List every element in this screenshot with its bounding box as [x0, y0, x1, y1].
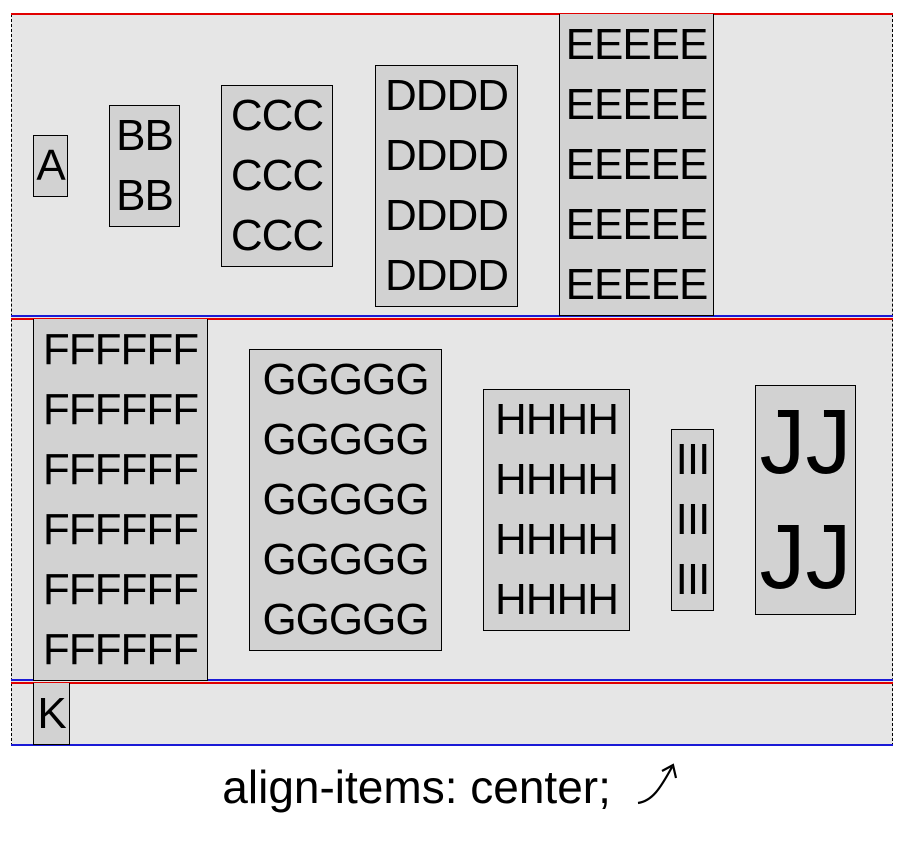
item-text-line: DDDD: [384, 131, 509, 180]
item-text-line: III: [675, 435, 711, 484]
item-text-line: CCC: [230, 151, 324, 200]
item-text-line: JJ: [759, 506, 852, 608]
item-text-line: CCC: [230, 91, 324, 140]
item-text-line: JJ: [759, 391, 852, 493]
caption: align-items: center;: [0, 752, 904, 826]
flex-item-a: A: [33, 135, 68, 197]
item-text-line: HHHH: [494, 395, 619, 444]
item-text-line: FFFFFF: [42, 624, 199, 674]
line-2-cross-end: [11, 679, 893, 681]
item-text-line: GGGGG: [262, 415, 429, 464]
line-2-cross-start: [11, 318, 893, 320]
flex-item-e: EEEEE EEEEE EEEEE EEEEE EEEEE: [559, 14, 714, 316]
item-text-line: III: [675, 495, 711, 544]
item-text-line: BB: [116, 171, 174, 220]
item-text-line: HHHH: [494, 515, 619, 564]
item-text-line: DDDD: [384, 191, 509, 240]
curved-arrow-up-right-icon: [634, 756, 682, 826]
item-text-line: K: [37, 688, 66, 738]
item-text-line: GGGGG: [262, 595, 429, 644]
line-1-cross-start: [11, 13, 893, 15]
line-3-cross-end: [11, 744, 893, 746]
flex-item-c: CCC CCC CCC: [221, 85, 333, 267]
flex-item-i: III III III: [671, 429, 714, 611]
item-text-line: FFFFFF: [42, 444, 199, 494]
item-text-line: BB: [116, 111, 174, 160]
item-text-line: CCC: [230, 211, 324, 260]
flex-item-k: K: [33, 683, 70, 745]
item-text-line: III: [675, 555, 711, 604]
item-text-line: EEEEE: [565, 199, 709, 249]
item-text-line: EEEEE: [565, 19, 709, 69]
item-text-line: GGGGG: [262, 475, 429, 524]
flex-item-h: HHHH HHHH HHHH HHHH: [483, 389, 630, 631]
item-text-line: GGGGG: [262, 535, 429, 584]
flex-item-b: BB BB: [109, 105, 180, 227]
flex-item-f: FFFFFF FFFFFF FFFFFF FFFFFF FFFFFF FFFFF…: [33, 319, 208, 681]
item-text-line: FFFFFF: [42, 324, 199, 374]
item-text-line: EEEEE: [565, 139, 709, 189]
line-3-cross-start: [11, 682, 893, 684]
item-text-line: HHHH: [494, 455, 619, 504]
item-text-line: EEEEE: [565, 79, 709, 129]
item-text-line: DDDD: [384, 251, 509, 300]
caption-text: align-items: center;: [222, 761, 611, 813]
item-text-line: EEEEE: [565, 259, 709, 309]
item-text-line: GGGGG: [262, 355, 429, 404]
flex-item-j: JJ JJ: [755, 385, 856, 615]
item-text-line: FFFFFF: [42, 384, 199, 434]
item-text-line: HHHH: [494, 575, 619, 624]
line-1-cross-end: [11, 315, 893, 317]
flex-item-g: GGGGG GGGGG GGGGG GGGGG GGGGG: [249, 349, 442, 651]
item-text-line: FFFFFF: [42, 504, 199, 554]
item-text-line: A: [36, 141, 65, 190]
flex-item-d: DDDD DDDD DDDD DDDD: [375, 65, 518, 307]
item-text-line: FFFFFF: [42, 564, 199, 614]
item-text-line: DDDD: [384, 71, 509, 120]
